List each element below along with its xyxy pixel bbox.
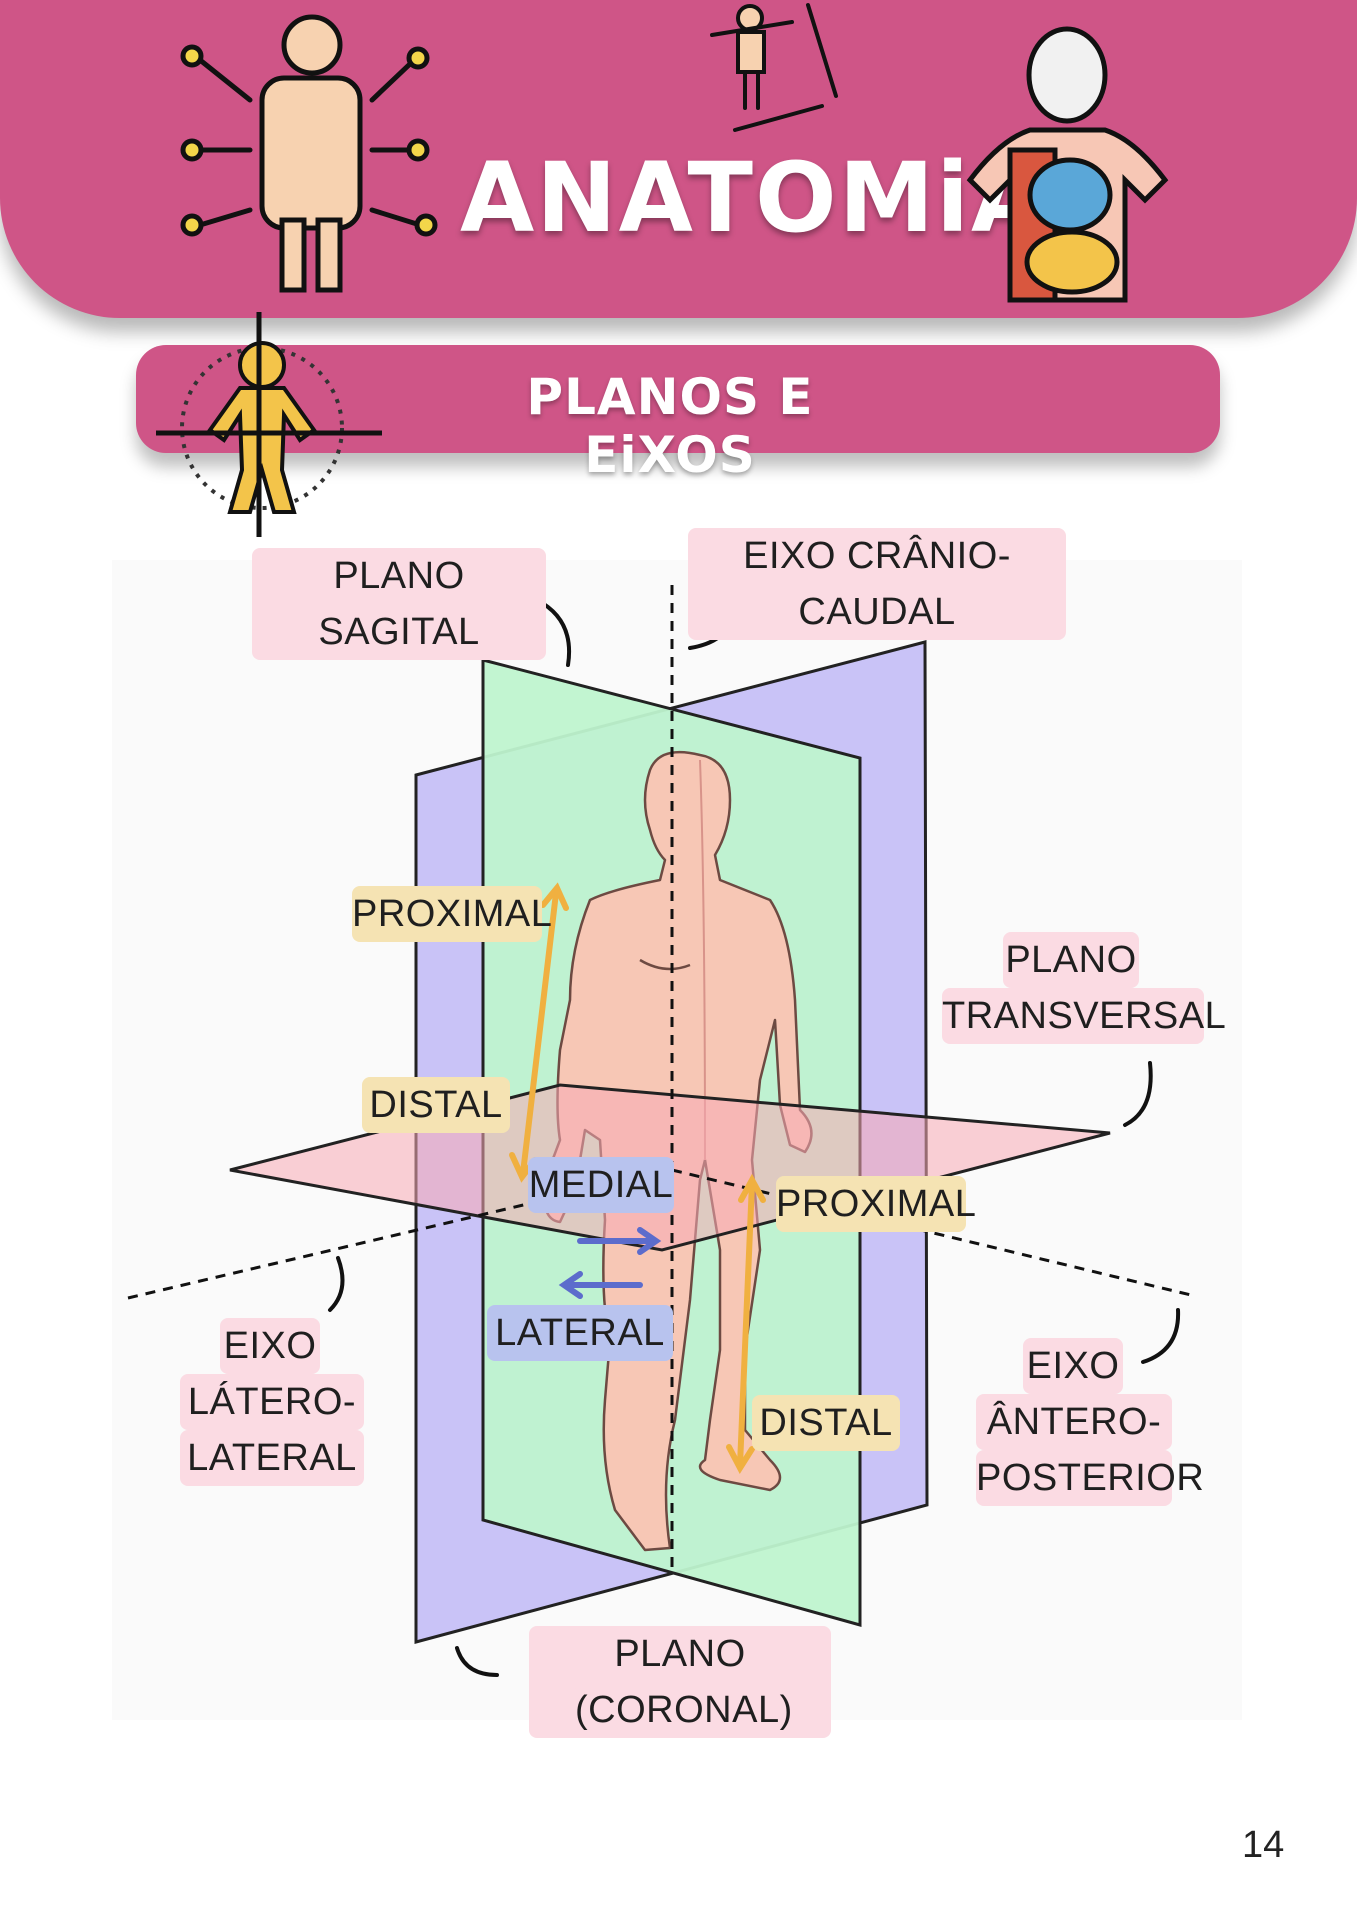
label-eixo-antero-2: ÂNTERO-	[976, 1394, 1172, 1450]
proximal-distal-arrow-lower	[726, 1173, 766, 1475]
axes	[127, 585, 1196, 1575]
label-distal-lower: DISTAL	[752, 1395, 900, 1451]
label-eixo-latero-3: LATERAL	[180, 1430, 364, 1486]
label-eixo-antero-1: EIXO	[1023, 1338, 1123, 1394]
label-proximal-lower: PROXIMAL	[776, 1176, 976, 1232]
label-eixo-cranio-caudal: EIXO CRÂNIO-CAUDAL	[688, 528, 1066, 640]
label-plano-transversal-2: TRANSVERSAL	[942, 988, 1226, 1044]
label-plano-transversal-1: PLANO	[1003, 932, 1139, 988]
section-title: PLANOS E EiXOS	[526, 368, 814, 484]
label-proximal-upper: PROXIMAL	[352, 886, 552, 942]
planes-target-icon	[156, 312, 382, 537]
label-medial: MEDIAL	[528, 1157, 674, 1213]
label-distal-upper: DISTAL	[362, 1077, 510, 1133]
label-eixo-latero-1: EIXO	[220, 1318, 320, 1374]
label-plano-frontal-2: (CORONAL)	[575, 1682, 792, 1738]
label-lateral: LATERAL	[487, 1305, 673, 1361]
eixo-latero-lateral-axis-left	[127, 1168, 673, 1300]
label-eixo-latero-2: LÁTERO-	[180, 1374, 364, 1430]
label-eixo-antero-3: POSTERIOR	[976, 1450, 1204, 1506]
lateral-arrow	[558, 1271, 643, 1299]
page-number: 14	[1242, 1824, 1285, 1866]
label-plano-sagital: PLANO SAGITAL	[252, 548, 546, 660]
human-nerves-icon	[180, 14, 438, 293]
medial-arrow	[577, 1227, 662, 1255]
anatomy-torso-icon	[966, 26, 1169, 303]
body-measure-icon	[710, 3, 838, 132]
